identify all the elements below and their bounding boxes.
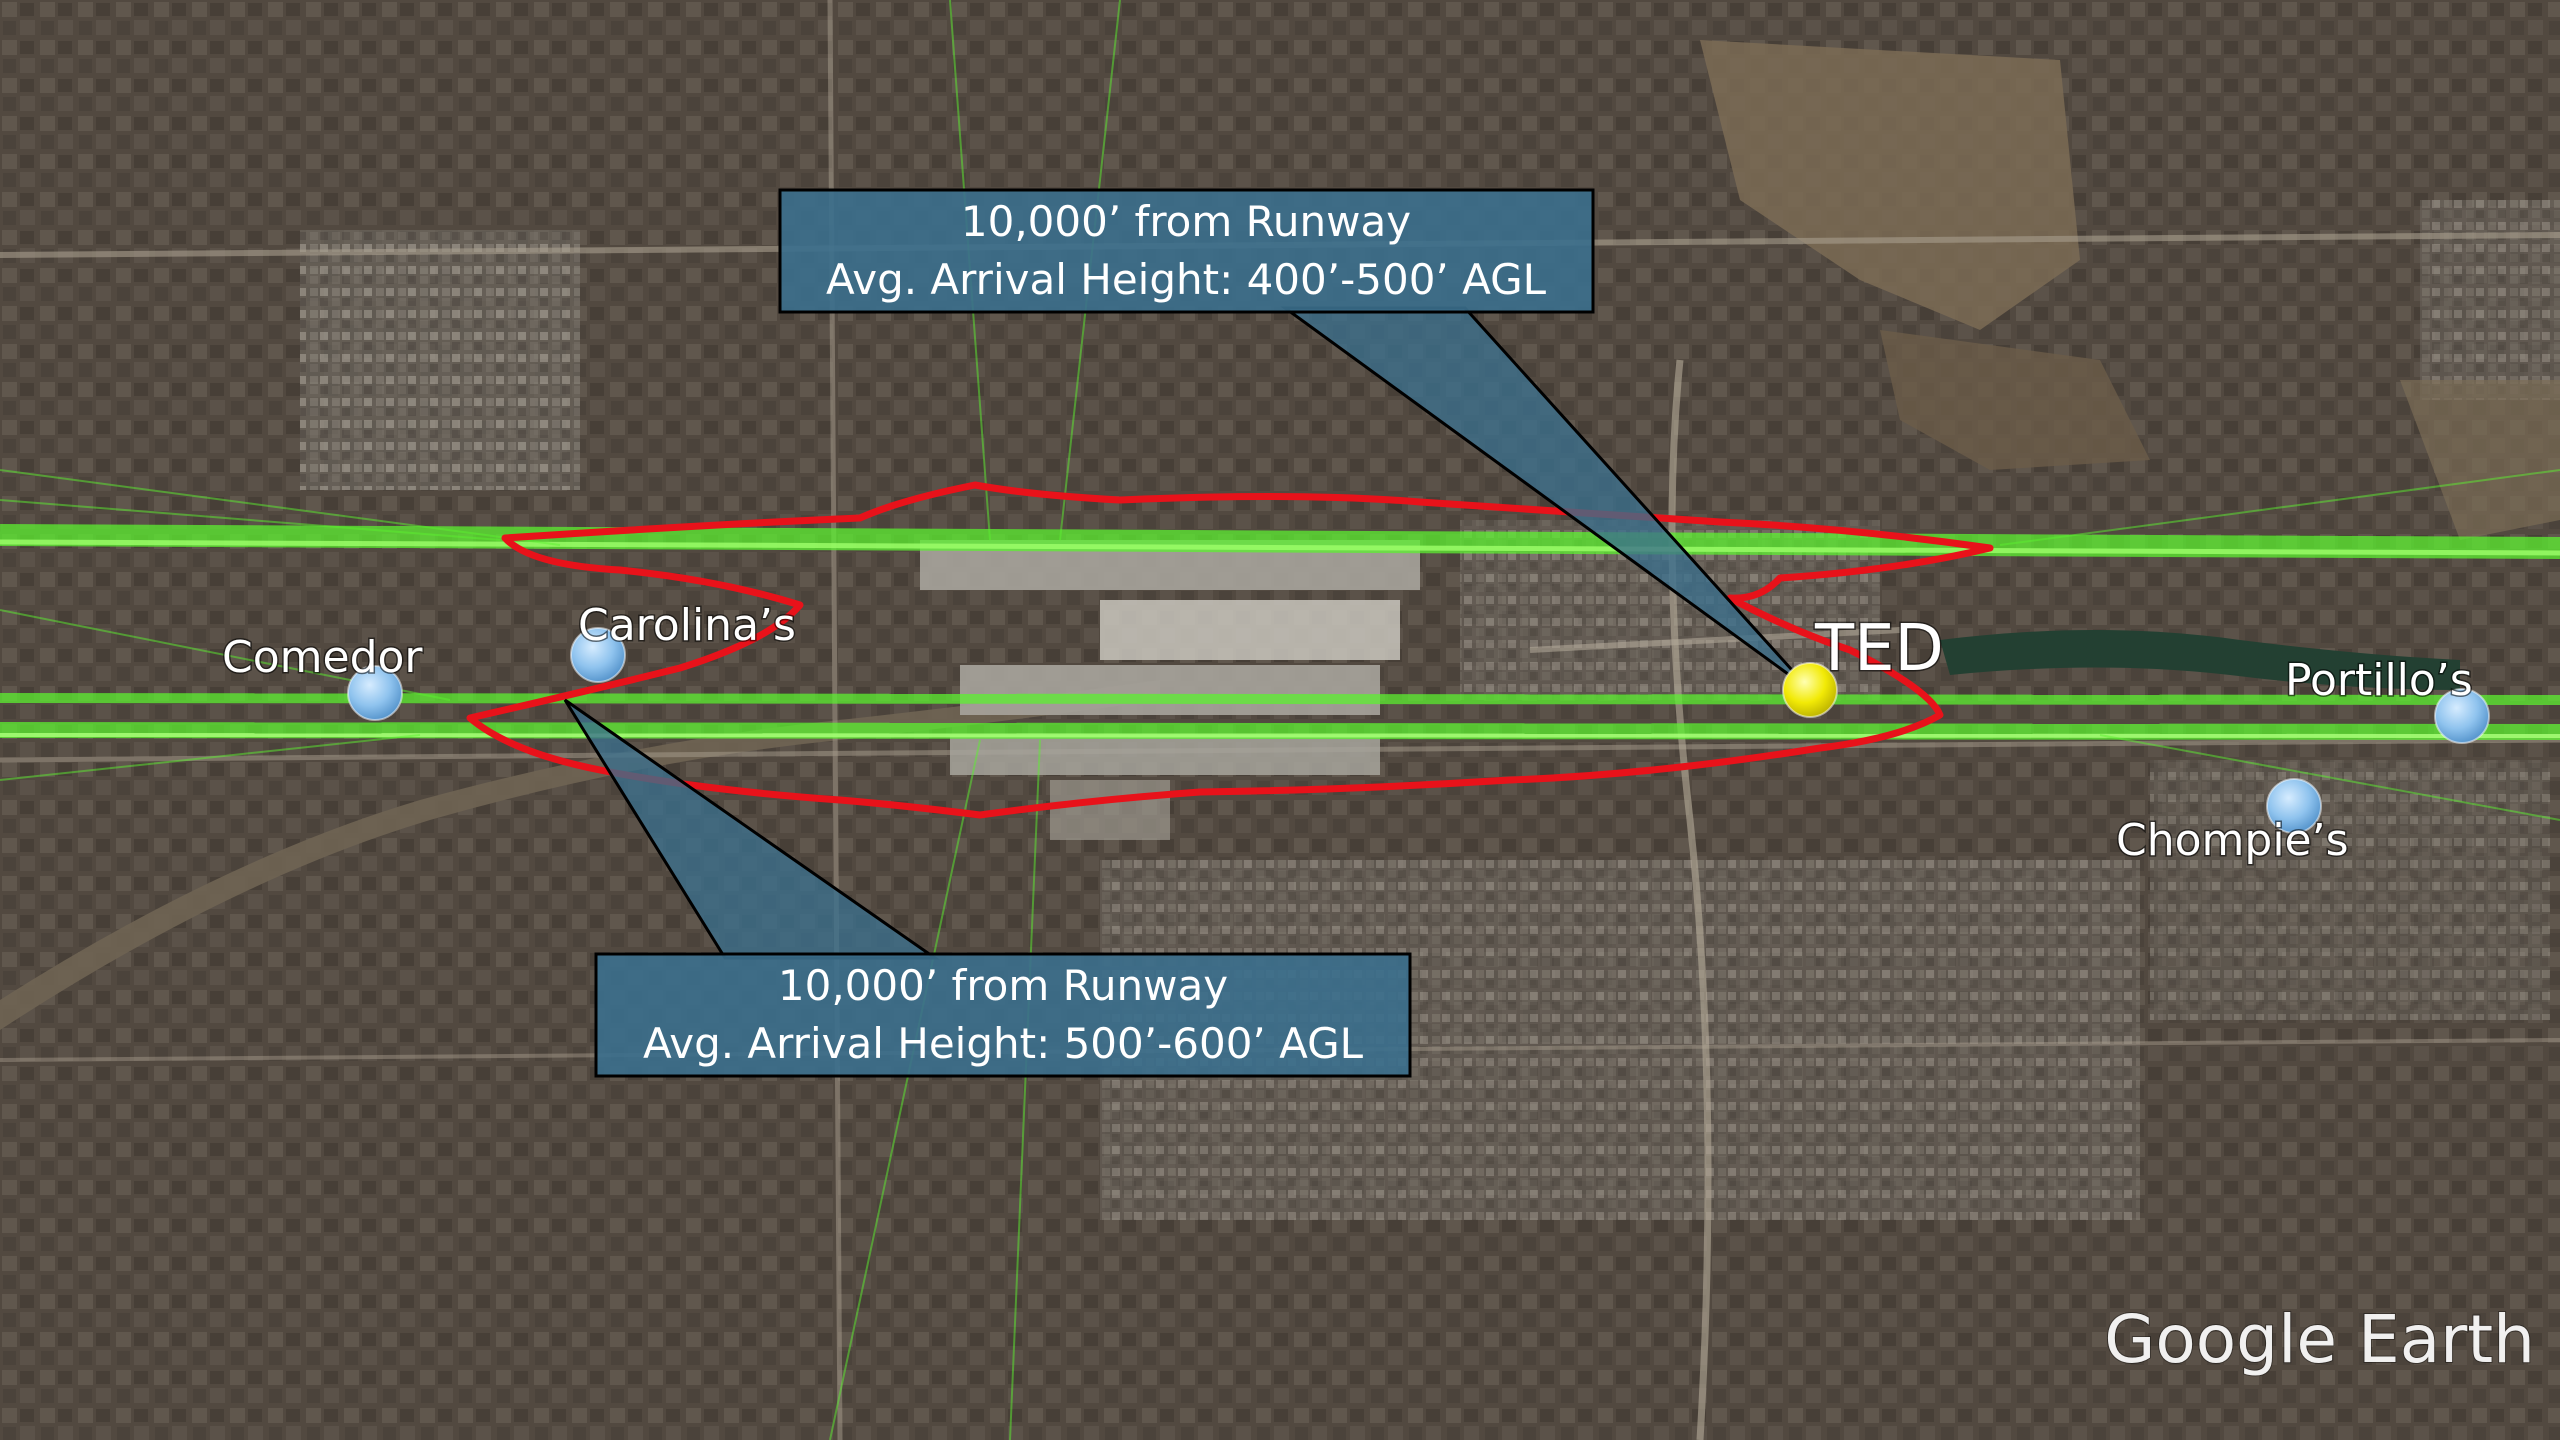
place-label-carolinas: Carolina’s [578, 600, 796, 651]
noise-contour [466, 481, 1994, 819]
callout-south-line1: 10,000’ from Runway [778, 961, 1228, 1010]
poi-marker-icon[interactable] [347, 665, 403, 721]
place-carolinas[interactable]: Carolina’s [570, 599, 797, 683]
place-label-chompies: Chompie’s [2116, 815, 2349, 866]
place-label-ted: TED [1814, 612, 1944, 686]
place-ted[interactable]: TED [1782, 611, 1945, 718]
callout-south: 10,000’ from Runway Avg. Arrival Height:… [563, 698, 1412, 1078]
ted-marker-icon[interactable] [1782, 662, 1838, 718]
callout-north: 10,000’ from Runway Avg. Arrival Height:… [778, 188, 1812, 692]
callout-south-line2: Avg. Arrival Height: 500’-600’ AGL [643, 1019, 1364, 1068]
place-label-portillos: Portillo’s [2285, 655, 2473, 706]
place-chompies[interactable]: Chompie’s [2115, 778, 2350, 868]
callout-north-line1: 10,000’ from Runway [961, 197, 1411, 246]
place-portillos[interactable]: Portillo’s [2284, 654, 2490, 744]
google-earth-watermark: Google Earth [2104, 1301, 2535, 1378]
place-label-comedor: Comedor [222, 632, 423, 683]
place-comedor[interactable]: Comedor [221, 631, 425, 721]
callout-north-line2: Avg. Arrival Height: 400’-500’ AGL [826, 255, 1547, 304]
poi-marker-icon[interactable] [570, 627, 626, 683]
poi-marker-icon[interactable] [2266, 778, 2322, 834]
poi-marker-icon[interactable] [2434, 688, 2490, 744]
